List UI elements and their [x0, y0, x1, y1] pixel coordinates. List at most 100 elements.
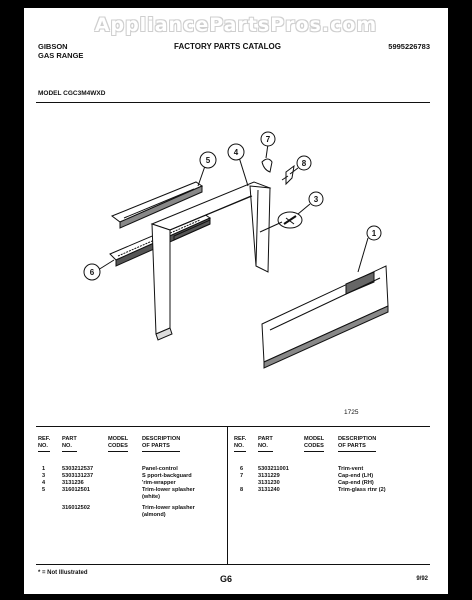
header-text: CODES [304, 443, 324, 449]
header-text: REF. [234, 436, 247, 442]
header-brand-block: GIBSON GAS RANGE [38, 42, 83, 60]
callout-label-4: 4 [234, 148, 239, 157]
row-part-number: 5303212537 [62, 466, 94, 472]
row-description: Trim-lower splasher [142, 505, 195, 511]
col-header-codes-right: MODEL CODES [304, 436, 325, 452]
callout-label-5: 5 [206, 156, 211, 165]
row-ref: 6 [240, 466, 244, 472]
callout-5: 5 [199, 151, 217, 169]
part-7-end-cap [261, 158, 273, 173]
row-ref: 8 [240, 487, 244, 493]
header-text: PART [62, 436, 77, 442]
row-description: Trim-lower splasher [142, 487, 195, 493]
header-text: DESCRIPTION [338, 436, 377, 442]
row-description: Trim-glass rtnr (2) [338, 487, 386, 493]
header-text: MODEL [304, 436, 325, 442]
parts-catalog-page: AppliancePartsPros.com GIBSON GAS RANGE … [24, 8, 448, 594]
part-1-control-panel [261, 265, 389, 369]
table-row: (white) [24, 494, 224, 501]
row-description: Panel-control [142, 466, 178, 472]
table-row: 3131230 Cap-end (RH) [24, 480, 448, 487]
part-5-splasher-trim [110, 181, 204, 229]
exploded-parts-diagram: 5 4 7 8 3 1 6 [24, 106, 448, 406]
diagram-svg: 5 4 7 8 3 1 6 [83, 131, 389, 369]
catalog-number: 5995226783 [388, 42, 430, 51]
row-description: S pport-backguard [142, 473, 192, 479]
row-ref: 4 [42, 480, 46, 486]
callout-7: 7 [260, 131, 276, 147]
catalog-title: FACTORY PARTS CATALOG [174, 42, 281, 51]
row-part-number: 3131230 [258, 480, 280, 486]
row-description: 'rim-wrapper [142, 480, 176, 486]
row-part-number: 5303211001 [258, 466, 289, 472]
callout-label-1: 1 [372, 229, 377, 238]
header-text: MODEL [108, 436, 129, 442]
table-row: (almond) [24, 512, 224, 519]
model-divider [36, 102, 430, 103]
header-text: PART [258, 436, 273, 442]
row-ref: 5 [42, 487, 46, 493]
footer-note: * = Not Illustrated [38, 570, 88, 576]
header-text: CODES [108, 443, 128, 449]
header-text: NO. [234, 443, 244, 449]
table-row: 6 5303211001 Trim-vent [24, 466, 448, 473]
row-ref: 7 [240, 473, 244, 479]
row-description: Cap-end (LH) [338, 473, 374, 479]
col-header-codes-left: MODEL CODES [108, 436, 129, 452]
catalog-date: 9/92 [416, 576, 428, 582]
table-row: 3 5303131237 S pport-backguard [24, 473, 224, 480]
table-row: 316012502 Trim-lower splasher [24, 505, 224, 512]
parts-list-left: 1 5303212537 Panel-control 3 5303131237 … [24, 466, 224, 519]
page-number: G6 [220, 574, 233, 584]
row-part-number: 3131229 [258, 473, 280, 479]
callout-4: 4 [227, 143, 245, 161]
callout-label-3: 3 [314, 195, 319, 204]
brand-name: GIBSON [38, 42, 68, 51]
row-description: Trim-vent [338, 466, 364, 472]
callout-label-6: 6 [90, 268, 95, 277]
callout-label-8: 8 [302, 159, 307, 168]
table-row: 4 3131236 'rim-wrapper [24, 480, 224, 487]
callout-8: 8 [296, 155, 312, 171]
col-header-desc-left: DESCRIPTION OF PARTS [142, 436, 181, 452]
row-description: (almond) [142, 512, 166, 518]
part-4-trim-wrapper [150, 181, 272, 341]
callout-label-7: 7 [266, 135, 271, 144]
watermark: AppliancePartsPros.com [94, 14, 378, 36]
table-column-divider [227, 426, 228, 564]
row-part-number: 5303131237 [62, 473, 94, 479]
table-row: 5 316012501 Trim-lower splasher [24, 487, 224, 494]
callout-6: 6 [83, 263, 101, 281]
part-3-backguard-support [259, 211, 303, 233]
col-header-ref-right: REF. NO. [234, 436, 247, 452]
callout-3: 3 [308, 191, 324, 207]
row-part-number: 3131236 [62, 480, 84, 486]
product-name: GAS RANGE [38, 51, 84, 60]
header-text: NO. [258, 443, 268, 449]
header-text: NO. [62, 443, 72, 449]
model-number: MODEL CGC3M4WXD [38, 90, 106, 97]
figure-number: 1725 [344, 409, 359, 416]
row-part-number: 3131240 [258, 487, 280, 493]
header-text: OF PARTS [338, 443, 366, 449]
col-header-part-left: PART NO. [62, 436, 77, 452]
col-header-desc-right: DESCRIPTION OF PARTS [338, 436, 377, 452]
table-row: 8 3131240 Trim-glass rtnr (2) [24, 487, 448, 494]
col-header-ref-left: REF. NO. [38, 436, 51, 452]
row-part-number: 316012501 [62, 487, 90, 493]
table-row: 1 5303212537 Panel-control [24, 466, 224, 473]
header-text: DESCRIPTION [142, 436, 181, 442]
header-text: REF. [38, 436, 51, 442]
row-ref: 3 [42, 473, 46, 479]
parts-list-right: 6 5303211001 Trim-vent 7 3131229 Cap-end… [24, 466, 448, 494]
table-top-rule [36, 426, 430, 427]
row-description: Cap-end (RH) [338, 480, 374, 486]
part-8-end-cap [281, 164, 295, 186]
callout-1: 1 [366, 225, 382, 241]
col-header-part-right: PART NO. [258, 436, 273, 452]
row-ref: 1 [42, 466, 46, 472]
row-description: (white) [142, 494, 161, 500]
table-row: 7 3131229 Cap-end (LH) [24, 473, 448, 480]
row-part-number: 316012502 [62, 505, 90, 511]
header-text: OF PARTS [142, 443, 170, 449]
